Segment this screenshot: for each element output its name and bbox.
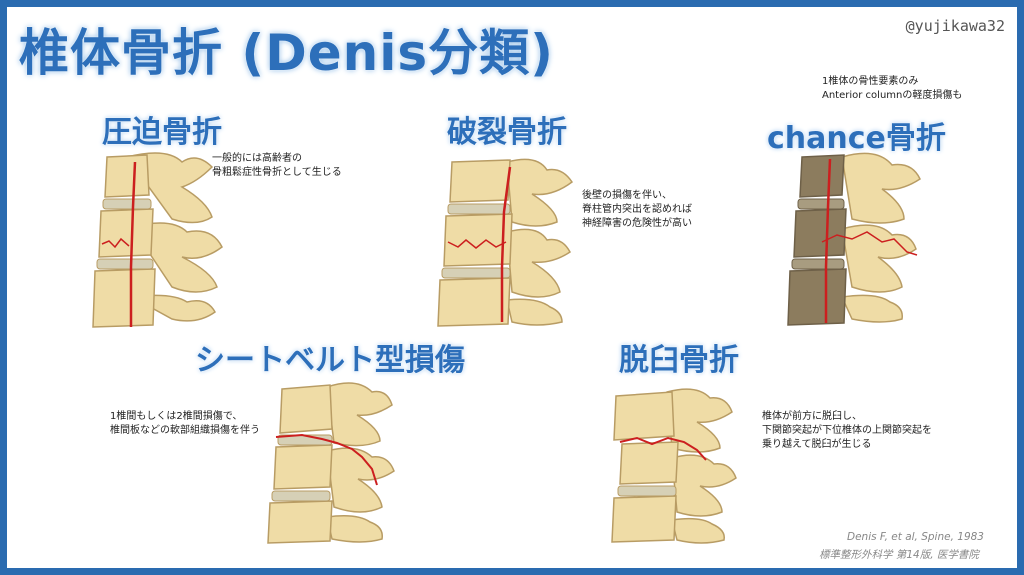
spine-illustration-chance — [787, 152, 921, 326]
spine-illustration-seatbelt — [267, 382, 395, 544]
fracture-line — [447, 239, 507, 249]
heading-dislocation: 脱臼骨折 — [619, 343, 739, 378]
posterior-elements — [326, 382, 395, 543]
fracture-line — [824, 158, 832, 323]
note-line: 後壁の損傷を伴い、 — [582, 190, 672, 201]
fracture-line — [275, 433, 378, 486]
fracture-line — [129, 161, 137, 327]
fracture-line — [101, 237, 130, 249]
note-line: 椎間板などの軟部組織損傷を伴う — [110, 425, 260, 436]
fracture-line — [500, 166, 512, 322]
note-line: 骨粗鬆症性骨折として生じる — [212, 167, 342, 178]
vertebral-bodies — [611, 391, 679, 543]
posterior-elements — [666, 388, 737, 544]
heading-compression: 圧迫骨折 — [102, 115, 222, 150]
posterior-elements — [506, 158, 574, 326]
vertebral-bodies — [787, 154, 847, 326]
note-line: Anterior columnの軽度損傷も — [822, 90, 963, 101]
note-line: 脊柱管内突出を認めれば — [582, 204, 692, 215]
spine-illustration-dislocation — [611, 388, 737, 544]
note-line: 椎体が前方に脱臼し、 — [762, 411, 862, 422]
citation-line-1: Denis F, et al, Spine, 1983 — [847, 531, 984, 543]
heading-chance: chance骨折 — [767, 121, 946, 156]
note-burst: 後壁の損傷を伴い、 脊柱管内突出を認めれば 神経障害の危険性が高い — [582, 189, 692, 231]
note-dislocation: 椎体が前方に脱臼し、 下関節突起が下位椎体の上関節突起を 乗り越えて脱臼が生じる — [762, 410, 932, 452]
note-line: 一般的には高齢者の — [212, 153, 302, 164]
page-title: 椎体骨折 (Denis分類) — [19, 24, 555, 82]
spine-illustration-burst — [437, 158, 574, 327]
note-line: 乗り越えて脱臼が生じる — [762, 439, 872, 450]
note-line: 1椎体の骨性要素のみ — [822, 76, 919, 87]
author-handle: @yujikawa32 — [905, 17, 1005, 35]
vertebral-bodies — [437, 159, 513, 327]
infographic-frame: 椎体骨折 (Denis分類) @yujikawa32 圧迫骨折 一般的には高齢者… — [7, 7, 1017, 568]
spine-illustration-compression — [92, 152, 223, 328]
note-compression: 一般的には高齢者の 骨粗鬆症性骨折として生じる — [212, 152, 342, 180]
fracture-line — [821, 231, 918, 256]
note-line: 1椎間もしくは2椎間損傷で、 — [110, 411, 243, 422]
note-line: 下関節突起が下位椎体の上関節突起を — [762, 425, 932, 436]
citation-line-2: 標準整形外科学 第14版, 医学書院 — [819, 549, 979, 561]
note-chance: 1椎体の骨性要素のみ Anterior columnの軽度損傷も — [822, 75, 962, 103]
heading-burst: 破裂骨折 — [447, 115, 567, 150]
vertebral-bodies — [92, 154, 156, 328]
note-line: 神経障害の危険性が高い — [582, 218, 692, 229]
vertebral-bodies — [267, 384, 333, 544]
heading-seatbelt: シートベルト型損傷 — [195, 343, 465, 378]
note-seatbelt: 1椎間もしくは2椎間損傷で、 椎間板などの軟部組織損傷を伴う — [110, 410, 260, 438]
fracture-line — [619, 436, 707, 461]
